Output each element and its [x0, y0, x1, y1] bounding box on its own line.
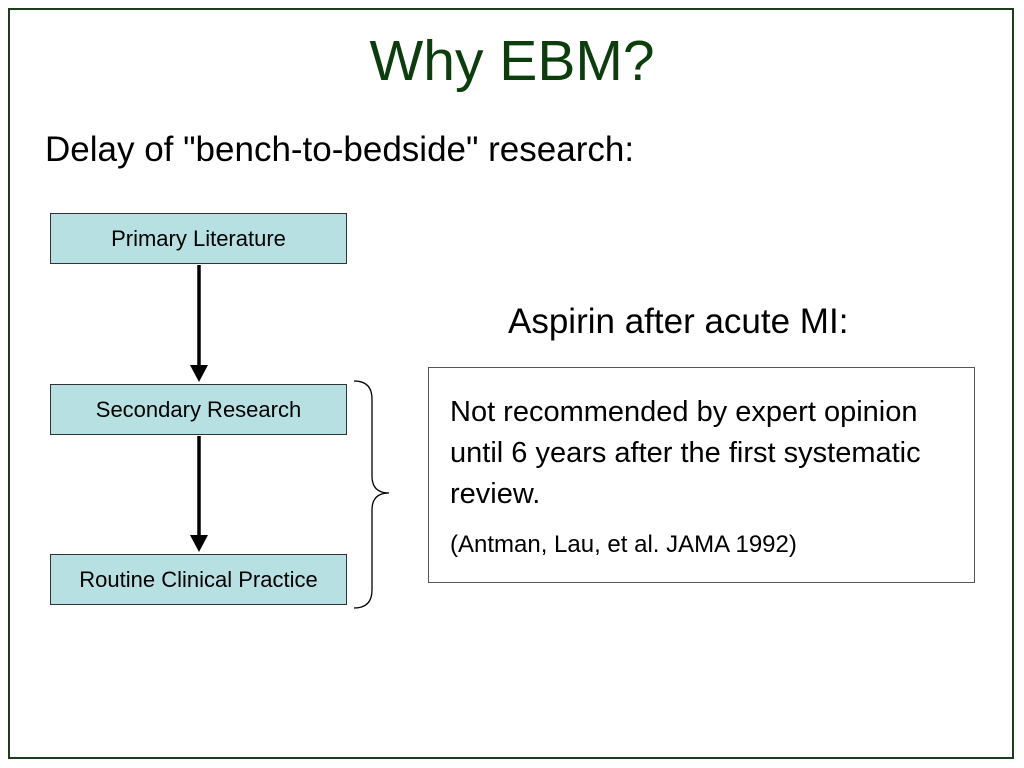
flow-step-secondary-research: Secondary Research: [50, 384, 347, 435]
flow-step-routine-clinical-practice: Routine Clinical Practice: [50, 554, 347, 605]
aspirin-statement: Not recommended by expert opinion until …: [450, 396, 921, 510]
aspirin-info-box: Not recommended by expert opinion until …: [428, 367, 975, 583]
slide-title: Why EBM?: [369, 29, 655, 93]
aspirin-citation: (Antman, Lau, et al. JAMA 1992): [450, 531, 797, 558]
flow-step-primary-literature: Primary Literature: [50, 213, 347, 264]
slide-subtitle: Delay of "bench-to-bedside" research:: [45, 130, 635, 169]
aspirin-heading: Aspirin after acute MI:: [508, 302, 849, 341]
